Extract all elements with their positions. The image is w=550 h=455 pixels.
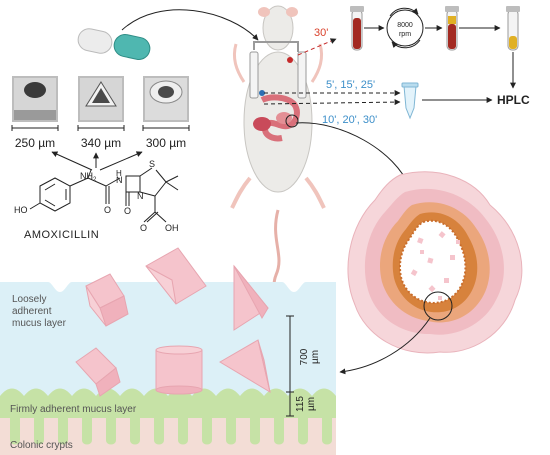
size-bar-1 (11, 125, 59, 131)
plasma-tube-icon (506, 6, 520, 51)
label-ho: HO (14, 205, 28, 215)
blood-tube-icon (350, 6, 364, 51)
dosage-form-cylinder-hole (12, 76, 58, 122)
loose-mucus-label-3: mucus layer (12, 318, 67, 329)
hplc-label: HPLC (497, 93, 530, 107)
loose-mucus-label-2: adherent (12, 306, 52, 317)
particle-pyramid-lower (219, 339, 271, 394)
thickness-loose-label: 700µm (299, 348, 321, 365)
particle-prism-upper (145, 247, 207, 305)
dosage-form-pyramid-hole (78, 76, 124, 122)
firm-mucus-label: Firmly adherent mucus layer (10, 404, 137, 415)
label-o-acid: O (140, 223, 147, 233)
centrifuge-speed-unit: rpm (399, 31, 411, 38)
particle-cube-upper (85, 273, 129, 327)
dosage-form-ring (143, 76, 189, 122)
label-n-amide: N (116, 175, 123, 185)
size-label-1: 250 µm (15, 136, 55, 150)
rat-illustration (230, 5, 326, 339)
centrifuge-icon (386, 7, 424, 49)
drug-name: AMOXICILLIN (24, 229, 99, 241)
thickness-firm-label: 115µm (295, 396, 317, 412)
blood-sample-time: 30' (314, 27, 328, 39)
label-s: S (149, 159, 155, 169)
size-label-2: 340 µm (81, 136, 121, 150)
thickness-bracket-firm (286, 392, 294, 417)
size-bar-3 (142, 125, 190, 131)
loose-mucus-label-1: Loosely (12, 294, 46, 305)
separated-blood-tube-icon (445, 6, 459, 51)
label-nh2: NH2 (80, 171, 97, 183)
label-oh: OH (165, 223, 179, 233)
capsule-icon (77, 28, 151, 60)
microtube-icon (401, 82, 419, 120)
arrow-section-to-mucus (339, 317, 431, 375)
sampling-times-lower: 10', 20', 30' (322, 114, 377, 126)
arrow-lymph-sample-2 (263, 99, 401, 106)
label-o-lactam: O (124, 206, 131, 216)
particle-cylinder-lower (155, 345, 203, 395)
colon-cross-section (347, 171, 523, 354)
arrow-colon-to-section (295, 122, 411, 189)
label-o-amide: O (104, 205, 111, 215)
particle-cube-lower (75, 347, 121, 397)
arrow-to-size-3 (99, 151, 143, 171)
arrow-capsule-to-rat (121, 9, 259, 41)
arrow-to-size-1 (51, 151, 93, 171)
label-h-amide: H (116, 169, 122, 178)
crypts-label: Colonic crypts (10, 440, 73, 451)
centrifuge-speed-value: 8000 (397, 22, 413, 29)
size-bar-2 (77, 125, 125, 131)
sampling-times-upper: 5', 15', 25' (326, 79, 375, 91)
size-label-3: 300 µm (146, 136, 186, 150)
label-n-ring: N (137, 191, 144, 201)
amoxicillin-structure (29, 167, 179, 223)
particle-pyramid-upper (233, 264, 269, 331)
